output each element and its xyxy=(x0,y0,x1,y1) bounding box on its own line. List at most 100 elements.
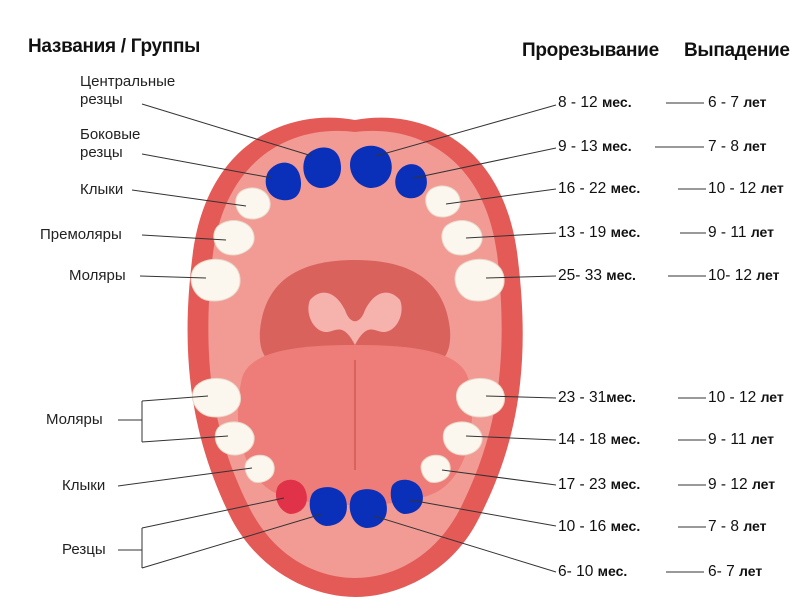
label-lateral-incisors-line1: Боковые xyxy=(80,126,141,143)
tooth-lower-left-canine xyxy=(244,454,275,483)
label-premolars: Премоляры xyxy=(40,226,122,243)
loss-row-3: 10 - 12 лет xyxy=(708,180,784,198)
eruption-row-9: 10 - 16 мес. xyxy=(558,518,640,536)
loss-row-8: 9 - 12 лет xyxy=(708,476,775,494)
loss-value: 10 - 12 xyxy=(708,180,757,197)
loss-unit: лет xyxy=(756,267,780,283)
eruption-unit: мес. xyxy=(601,138,632,154)
tooth-lower-right-molar-2 xyxy=(442,421,483,456)
header-names-groups: Названия / Группы xyxy=(28,36,201,57)
loss-value: 6 - 7 xyxy=(708,94,740,111)
loss-row-1: 6 - 7 лет xyxy=(708,94,767,112)
loss-value: 9 - 11 xyxy=(708,224,747,241)
uvula xyxy=(308,292,402,345)
label-lower-canines: Клыки xyxy=(62,477,106,494)
upper-incisors-marked xyxy=(265,145,427,201)
label-lateral-incisors: Боковые резцы xyxy=(80,126,140,162)
eruption-unit: мес. xyxy=(610,224,641,240)
eruption-unit: мес. xyxy=(606,389,636,405)
eruption-unit: мес. xyxy=(610,476,641,492)
loss-value: 6- 7 xyxy=(708,563,735,580)
loss-value: 7 - 8 xyxy=(708,138,740,155)
eruption-row-5: 25- 33 мес. xyxy=(558,267,636,285)
loss-unit: лет xyxy=(750,224,774,240)
tooth-lower-left-molar-1 xyxy=(192,378,241,418)
tooth-lower-left-lateral-incisor-red xyxy=(275,479,307,514)
eruption-value: 25- 33 xyxy=(558,267,602,284)
tooth-upper-left-molar xyxy=(190,258,241,302)
header-eruption: Прорезывание xyxy=(522,40,659,61)
label-upper-canines: Клыки xyxy=(80,181,124,198)
loss-unit: лет xyxy=(760,389,784,405)
eruption-unit: мес. xyxy=(597,563,628,579)
right-leader-lines xyxy=(373,102,706,573)
header-loss: Выпадение xyxy=(684,40,790,61)
label-central-incisors: Центральные резцы xyxy=(80,73,175,109)
loss-unit: лет xyxy=(739,563,763,579)
loss-row-7: 9 - 11 лет xyxy=(708,431,774,449)
label-lower-incisors: Резцы xyxy=(62,541,106,558)
tooth-upper-right-molar xyxy=(454,258,505,302)
label-central-incisors-line1: Центральные xyxy=(80,73,176,90)
eruption-row-7: 14 - 18 мес. xyxy=(558,431,640,449)
tooth-upper-right-canine xyxy=(425,185,461,218)
loss-unit: лет xyxy=(751,476,776,492)
eruption-row-6: 23 - 31мес. xyxy=(558,389,636,407)
lower-incisors-marked xyxy=(309,479,423,528)
loss-row-6: 10 - 12 лет xyxy=(708,389,784,407)
eruption-value: 13 - 19 xyxy=(558,224,607,241)
tooth-upper-left-canine xyxy=(235,187,271,220)
loss-value: 9 - 12 xyxy=(708,476,748,493)
tooth-upper-right-premolar xyxy=(441,220,483,256)
eruption-value: 10 - 16 xyxy=(558,518,607,535)
eruption-row-2: 9 - 13 мес. xyxy=(558,138,632,156)
loss-row-2: 7 - 8 лет xyxy=(708,138,767,156)
lower-teeth xyxy=(192,378,505,483)
label-lower-molars: Моляры xyxy=(46,411,103,428)
loss-value: 9 - 11 xyxy=(708,431,747,448)
tooth-upper-right-central-incisor xyxy=(350,145,392,188)
eruption-unit: мес. xyxy=(610,518,641,534)
upper-teeth xyxy=(190,185,505,302)
eruption-value: 17 - 23 xyxy=(558,476,607,493)
tooth-lower-right-canine xyxy=(420,454,451,483)
tooth-upper-left-premolar xyxy=(213,220,255,256)
eruption-value: 8 - 12 xyxy=(558,94,598,111)
tooth-upper-left-central-incisor xyxy=(303,147,342,188)
loss-unit: лет xyxy=(743,138,767,154)
loss-row-9: 7 - 8 лет xyxy=(708,518,767,536)
loss-value: 10- 12 xyxy=(708,267,752,284)
eruption-value: 6- 10 xyxy=(558,563,594,580)
eruption-row-3: 16 - 22 мес. xyxy=(558,180,640,198)
label-upper-molars: Моляры xyxy=(69,267,126,284)
tooth-lower-left-central-incisor xyxy=(309,487,347,526)
eruption-row-8: 17 - 23 мес. xyxy=(558,476,640,494)
loss-unit: лет xyxy=(743,518,767,534)
loss-unit: лет xyxy=(743,94,767,110)
tooth-upper-left-lateral-incisor xyxy=(265,162,302,201)
left-leader-lines xyxy=(117,103,323,569)
tooth-lower-left-molar-2 xyxy=(214,421,255,456)
tooth-lower-right-molar-1 xyxy=(456,378,505,418)
loss-value: 10 - 12 xyxy=(708,389,757,406)
eruption-unit: мес. xyxy=(606,267,636,283)
tooth-lower-right-lateral-incisor xyxy=(390,479,423,514)
eruption-row-1: 8 - 12 мес. xyxy=(558,94,632,112)
loss-unit: лет xyxy=(750,431,774,447)
eruption-value: 9 - 13 xyxy=(558,138,598,155)
tooth-upper-right-lateral-incisor xyxy=(395,164,427,199)
eruption-row-4: 13 - 19 мес. xyxy=(558,224,640,242)
eruption-unit: мес. xyxy=(601,94,632,110)
loss-unit: лет xyxy=(760,180,784,196)
eruption-unit: мес. xyxy=(610,431,641,447)
label-central-incisors-line2: резцы xyxy=(80,91,123,108)
loss-row-10: 6- 7 лет xyxy=(708,563,762,581)
eruption-row-10: 6- 10 мес. xyxy=(558,563,627,581)
tooth-lower-right-central-incisor xyxy=(349,489,387,528)
label-lateral-incisors-line2: резцы xyxy=(80,144,123,161)
eruption-value: 23 - 31 xyxy=(558,389,607,406)
eruption-value: 14 - 18 xyxy=(558,431,607,448)
eruption-unit: мес. xyxy=(610,180,641,196)
